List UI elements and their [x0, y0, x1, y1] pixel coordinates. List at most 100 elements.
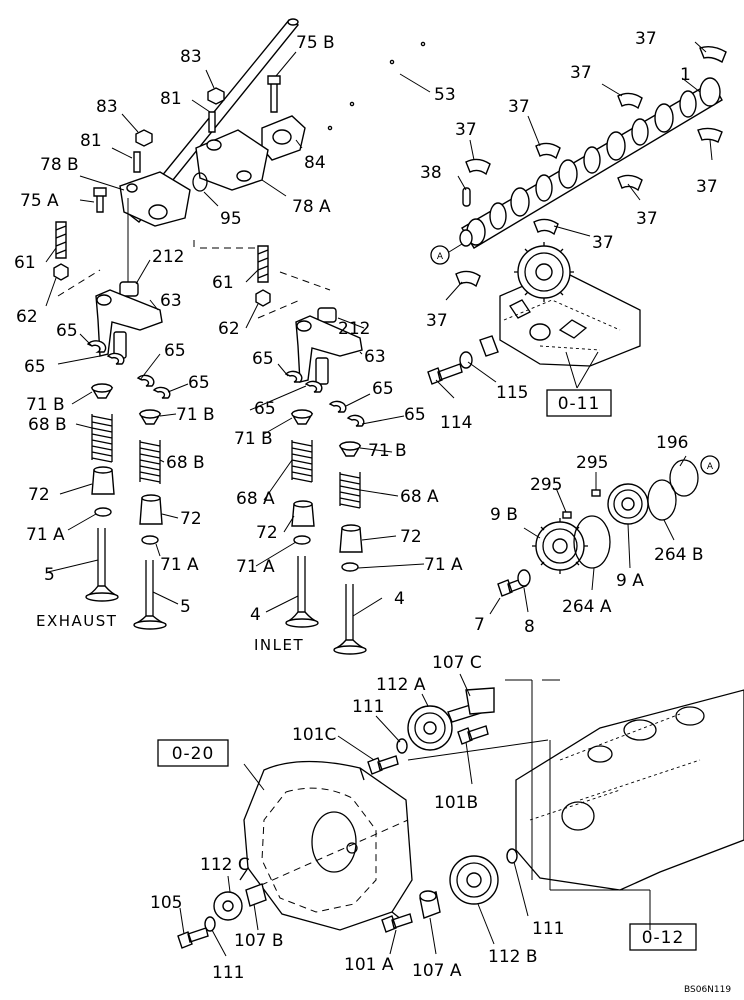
exhaust-label: EXHAUST: [36, 612, 117, 630]
callout-label: 65: [372, 379, 394, 399]
ref-label-0-11: 0-11: [558, 394, 601, 414]
screw-81-upper: [208, 111, 216, 133]
callout-label: 62: [16, 307, 38, 327]
callout-label: 75 B: [296, 33, 335, 53]
callout-label: 68 B: [28, 415, 67, 435]
bolt-101b: [457, 725, 489, 745]
callout-label: 111: [352, 697, 384, 717]
retainer-65-d: [152, 386, 171, 399]
nut-62-left: [53, 263, 69, 281]
callout-label: 72: [28, 485, 50, 505]
ref-circle-a-camshaft[interactable]: A: [430, 245, 450, 265]
leader-lines: [45, 41, 713, 957]
inlet-valve-4-a: [285, 556, 319, 628]
pin-38: [462, 187, 471, 207]
callout-label: 61: [14, 253, 36, 273]
shaft-107b: [245, 883, 267, 907]
callout-label: 114: [440, 413, 472, 433]
inlet-valve-4-b: [333, 584, 367, 655]
screw-81-lower: [133, 151, 141, 173]
callout-label: 9 A: [616, 571, 644, 591]
rocker-shaft-assembly: [93, 18, 426, 227]
callout-label: 101C: [292, 725, 336, 745]
washer-71a-c: [293, 535, 311, 545]
callout-label: 37: [592, 233, 614, 253]
nut-83-upper: [207, 87, 225, 105]
callout-label: 107 A: [412, 961, 462, 981]
callout-label: 68 A: [236, 489, 275, 509]
callout-label: 71 B: [234, 429, 273, 449]
bolt-101c: [367, 755, 399, 775]
callout-label: 9 B: [490, 505, 518, 525]
ref-circle-a-label: A: [707, 462, 714, 472]
shim-264a: [573, 515, 611, 569]
callout-label: 37: [696, 177, 718, 197]
valve-spring-68b-a: [91, 414, 113, 463]
callout-label: 107 B: [234, 931, 284, 951]
callout-label: 84: [304, 153, 326, 173]
callout-label: 61: [212, 273, 234, 293]
reference-box-0-11[interactable]: 0-11: [546, 389, 612, 417]
cam-gear: [514, 242, 574, 302]
callout-label: 71 B: [176, 405, 215, 425]
bolt-105: [177, 927, 209, 949]
reference-box-0-20[interactable]: 0-20: [157, 739, 229, 767]
callout-label: 75 A: [20, 191, 59, 211]
callout-label: 107 C: [432, 653, 482, 673]
washer-111-c: [506, 848, 518, 864]
key-295-b: [591, 489, 601, 497]
callout-label: 65: [188, 373, 210, 393]
callout-label: 71 A: [424, 555, 463, 575]
callout-label: 5: [180, 597, 191, 617]
bolt-101a: [381, 913, 413, 933]
ref-label-0-12: 0-12: [642, 928, 685, 948]
callout-label: 111: [532, 919, 564, 939]
callout-label: 101B: [434, 793, 478, 813]
callout-label: 71 A: [236, 557, 275, 577]
nut-83-lower: [135, 129, 153, 147]
callout-label: 72: [180, 509, 202, 529]
callout-label: 78 A: [292, 197, 331, 217]
callout-label: 62: [218, 319, 240, 339]
callout-label: 4: [250, 605, 261, 625]
ref-circle-a-snap-ring[interactable]: A: [700, 455, 720, 475]
callout-label: 196: [656, 433, 688, 453]
ring-95: [192, 172, 208, 192]
valve-spring-68a-a: [291, 440, 313, 483]
pulley-end: [479, 335, 499, 357]
callout-label: 37: [635, 29, 657, 49]
bolt-75a: [93, 187, 107, 213]
washer-71a-d: [341, 562, 359, 572]
callout-label: 71 A: [160, 555, 199, 575]
callout-label: 68 A: [400, 487, 439, 507]
callout-label: 65: [254, 399, 276, 419]
callout-label: 112 B: [488, 947, 538, 967]
washer-115: [459, 351, 473, 369]
bearing-37-g: [533, 218, 559, 236]
callout-label: 105: [150, 893, 182, 913]
retainer-65-a: [86, 340, 107, 353]
callout-label: 112 C: [200, 855, 250, 875]
rocker-arm-63-left: [95, 289, 163, 357]
callout-label: 1: [680, 65, 691, 85]
valve-spring-68b-b: [139, 440, 161, 484]
cap-212-left: [119, 281, 139, 297]
inlet-valve-train: [255, 245, 367, 655]
shim-264b: [647, 479, 677, 521]
inlet-label: INLET: [254, 636, 304, 654]
callout-label: 63: [364, 347, 386, 367]
bearing-37-f: [617, 174, 643, 192]
bolt-75b: [267, 75, 281, 113]
callout-label: 78 B: [40, 155, 79, 175]
retainer-65-g: [328, 400, 347, 413]
callout-label: 71 B: [26, 395, 65, 415]
callout-label: 65: [56, 321, 78, 341]
callout-label: 72: [400, 527, 422, 547]
exhaust-valve-5-b: [133, 560, 167, 630]
valve-seal-72-b: [139, 497, 163, 525]
cap-212-right: [317, 307, 337, 323]
callout-label: 212: [152, 247, 184, 267]
retainer-65-h: [346, 414, 365, 427]
reference-box-0-12[interactable]: 0-12: [629, 923, 697, 951]
callout-label: 83: [180, 47, 202, 67]
